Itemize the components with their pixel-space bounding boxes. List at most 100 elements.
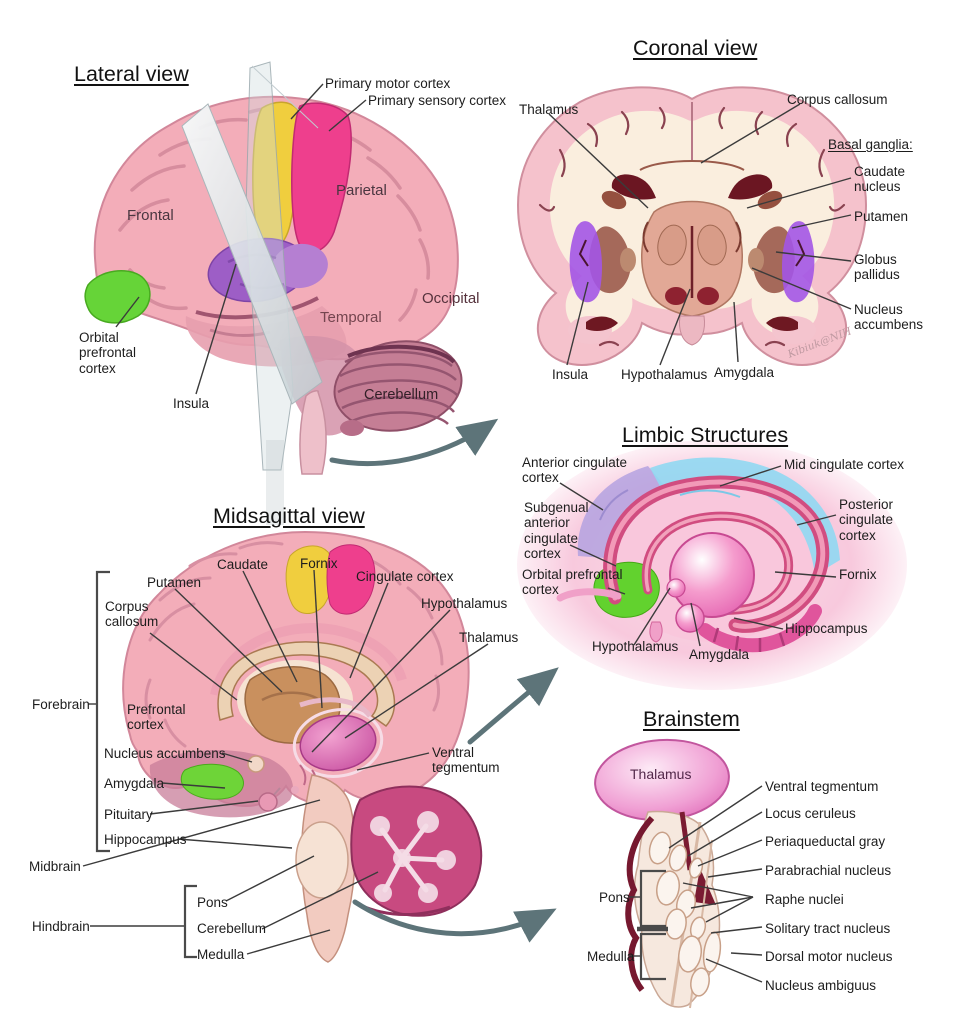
flow-arrows [329, 418, 559, 943]
midsag-pons [295, 821, 349, 899]
label-frontal: Frontal [127, 207, 174, 224]
pons-bracket [639, 869, 666, 928]
caudate-nucleus-left [601, 190, 627, 210]
label-cingulate-cortex-midsag: Cingulate cortex [356, 569, 454, 584]
label-amygdala-coronal: Amygdala [714, 365, 775, 380]
midsag-thalamus [299, 714, 377, 772]
label-hypothalamus-limbic: Hypothalamus [592, 639, 679, 654]
label-hippocampus-midsag: Hippocampus [104, 832, 187, 847]
label-globus-pallidus: Globus pallidus [854, 252, 900, 283]
coronal-sulci-lines [538, 106, 846, 347]
label-pons-midsag: Pons [197, 895, 228, 910]
label-fornix-midsag: Fornix [300, 556, 338, 571]
limbic-thalamus-ball [669, 532, 755, 618]
lateral-sylvian-fissure [195, 296, 319, 320]
anterior-cingulate-region [577, 466, 668, 558]
pituitary-droplet [649, 621, 663, 643]
lateral-cerebellum [333, 340, 463, 436]
hypothalamus-region [679, 315, 705, 346]
orbital-prefrontal-region [84, 270, 151, 324]
lateral-view-title: Lateral view [74, 62, 189, 86]
midsag-pituitary [258, 792, 278, 812]
label-ventral-tegmentum-midsag: Ventral tegmentum [432, 745, 500, 776]
coronal-slice-illustration [516, 86, 868, 366]
label-nucleus-accumbens-midsag: Nucleus accumbens [104, 746, 226, 761]
label-nucleus-accumbens-coronal: Nucleus accumbens [854, 302, 924, 333]
label-orbital-prefrontal-cortex: Orbital prefrontal cortex [79, 330, 137, 376]
mammillary-ball [666, 578, 686, 598]
label-amygdala-midsag: Amygdala [104, 776, 165, 791]
brainstem-leader-lines [628, 785, 763, 983]
label-primary-sensory-cortex: Primary sensory cortex [368, 93, 507, 108]
coronal-view-title: Coronal view [633, 36, 758, 60]
label-mid-cingulate-cortex: Mid cingulate cortex [784, 457, 905, 472]
label-periaqueductal-gray: Periaqueductal gray [765, 834, 886, 849]
temporal-horn-right [766, 316, 798, 331]
limbic-structures-title: Limbic Structures [622, 423, 789, 447]
forebrain-bracket [95, 570, 110, 853]
thalamus-halo [292, 708, 384, 778]
label-subgenual-anterior-cingulate-cortex: Subgenual anterior cingulate cortex [524, 500, 589, 562]
midsagittal-brain-illustration [122, 530, 483, 963]
midsagittal-leader-lines [82, 569, 489, 955]
label-solitary-tract-nucleus: Solitary tract nucleus [765, 921, 891, 936]
label-hypothalamus-coronal: Hypothalamus [621, 367, 708, 382]
label-parietal: Parietal [336, 182, 387, 199]
caudate-nucleus-right [757, 190, 783, 210]
label-locus-ceruleus: Locus ceruleus [765, 806, 856, 821]
brainstem-dark-stripe [679, 811, 693, 871]
brainstem-nuclei-ellipses [648, 831, 722, 997]
label-fornix-limbic: Fornix [839, 567, 877, 582]
label-hypothalamus-midsag: Hypothalamus [421, 596, 508, 611]
label-prefrontal-cortex: Prefrontal cortex [127, 702, 186, 733]
brainstem-title: Brainstem [643, 707, 740, 731]
left-lateral-ventricle [611, 174, 656, 200]
label-dorsal-motor-nucleus: Dorsal motor nucleus [765, 949, 893, 964]
label-anterior-cingulate-cortex: Anterior cingulate cortex [522, 455, 628, 486]
blue-squiggle [679, 489, 741, 498]
glass-plane [181, 61, 323, 525]
label-basal-ganglia-heading: Basal ganglia: [828, 137, 913, 152]
lavender-squiggle [599, 489, 629, 521]
brainstem-maroon-ridge [625, 815, 655, 992]
label-amygdala-limbic: Amygdala [689, 647, 750, 662]
limbic-illustration [517, 440, 907, 690]
midsag-nucleus-accumbens [247, 755, 265, 773]
right-lateral-ventricle [728, 174, 773, 200]
olfactory-stalk [556, 588, 622, 602]
hippocampus-shape [698, 604, 822, 653]
midsag-amygdala-green [180, 763, 244, 800]
temporal-horn-left [586, 316, 618, 331]
label-hindbrain: Hindbrain [32, 919, 90, 934]
label-forebrain: Forebrain [32, 697, 90, 712]
globus-pallidus-left [620, 248, 636, 272]
arrow-to-brainstem [352, 899, 557, 943]
hindbrain-bracket [183, 884, 197, 959]
label-insula-coronal: Insula [552, 367, 589, 382]
limbic-leader-lines [559, 465, 837, 647]
insula-sulcus-right [795, 239, 806, 267]
label-cerebellum-midsag: Cerebellum [197, 921, 267, 936]
label-corpus-callosum-coronal: Corpus callosum [787, 92, 888, 107]
label-thalamus-coronal: Thalamus [519, 102, 579, 117]
label-midbrain: Midbrain [29, 859, 81, 874]
label-primary-motor-cortex: Primary motor cortex [325, 76, 451, 91]
label-cerebellum-lateral: Cerebellum [364, 387, 439, 403]
midsagittal-gyri-lines [144, 541, 444, 748]
arrow-to-limbic [467, 667, 559, 745]
lateral-leader-lines [115, 83, 367, 395]
coronal-diencephalon [641, 200, 743, 317]
label-parabrachial-nucleus: Parabrachial nucleus [765, 863, 892, 878]
motor-patch [285, 545, 334, 614]
sensory-patch [326, 544, 376, 615]
label-putamen-midsag: Putamen [147, 575, 202, 590]
midsag-corpus-callosum [217, 641, 396, 728]
mid-posterior-cingulate-region [650, 457, 840, 575]
midsagittal-view-title: Midsagittal view [213, 504, 365, 528]
label-nucleus-ambiguus: Nucleus ambiguus [765, 978, 877, 993]
label-thalamus-brainstem: Thalamus [630, 766, 692, 782]
arrow-to-coronal [329, 418, 499, 467]
label-temporal: Temporal [320, 309, 382, 326]
insula-sulcus-left [578, 239, 589, 267]
